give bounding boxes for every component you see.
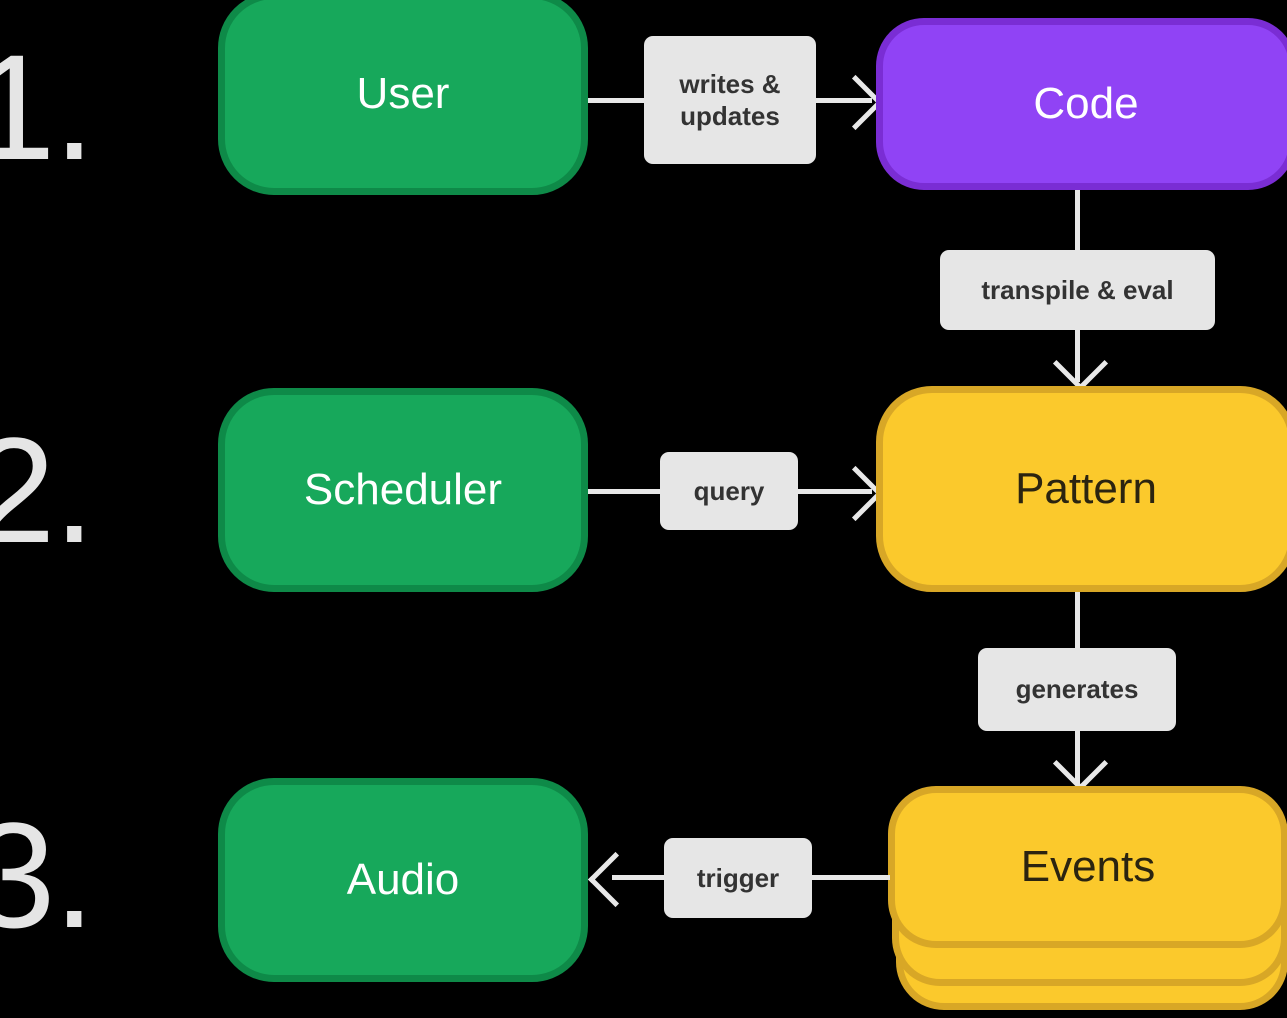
- arrowhead-down-icon: [1052, 335, 1109, 392]
- edge-label-trigger: trigger: [664, 838, 812, 918]
- edge-label-query: query: [660, 452, 798, 530]
- edge-events-audio-line-left: [612, 875, 666, 880]
- arrowhead-left-icon: [587, 851, 644, 908]
- edge-events-audio-line-right: [812, 875, 890, 880]
- edge-scheduler-pattern-line-right: [796, 489, 872, 494]
- node-events-stack-layer-front: Events: [888, 786, 1287, 948]
- edge-code-pattern-line-bottom: [1075, 326, 1080, 382]
- edge-label-transpile-eval: transpile & eval: [940, 250, 1215, 330]
- node-code[interactable]: Code: [876, 18, 1287, 190]
- node-user[interactable]: User: [218, 0, 588, 195]
- node-scheduler-label: Scheduler: [303, 465, 503, 514]
- edge-label-generates: generates: [978, 648, 1176, 731]
- node-code-label: Code: [1033, 79, 1139, 128]
- step-number-3: 3.: [0, 791, 95, 959]
- node-audio-label: Audio: [346, 855, 460, 904]
- edge-pattern-events-line-top: [1075, 592, 1080, 650]
- edge-user-code-line-left: [588, 98, 646, 103]
- node-scheduler[interactable]: Scheduler: [218, 388, 588, 592]
- node-pattern[interactable]: Pattern: [876, 386, 1287, 592]
- node-user-label: User: [356, 68, 450, 118]
- edge-pattern-events-line-bottom: [1075, 728, 1080, 784]
- node-events[interactable]: Events: [888, 786, 1287, 1018]
- step-number-1: 1.: [0, 23, 95, 191]
- node-pattern-label: Pattern: [1015, 464, 1157, 513]
- arrowhead-right-icon: [827, 465, 884, 522]
- edge-user-code-line-right: [814, 98, 872, 103]
- node-audio[interactable]: Audio: [218, 778, 588, 982]
- step-number-2: 2.: [0, 406, 95, 574]
- arrowhead-right-icon: [827, 74, 884, 131]
- edge-label-writes-updates: writes & updates: [644, 36, 816, 164]
- edge-code-pattern-line-top: [1075, 190, 1080, 254]
- edge-scheduler-pattern-line-left: [588, 489, 662, 494]
- node-events-label: Events: [1020, 842, 1156, 891]
- arrowhead-down-icon: [1052, 735, 1109, 792]
